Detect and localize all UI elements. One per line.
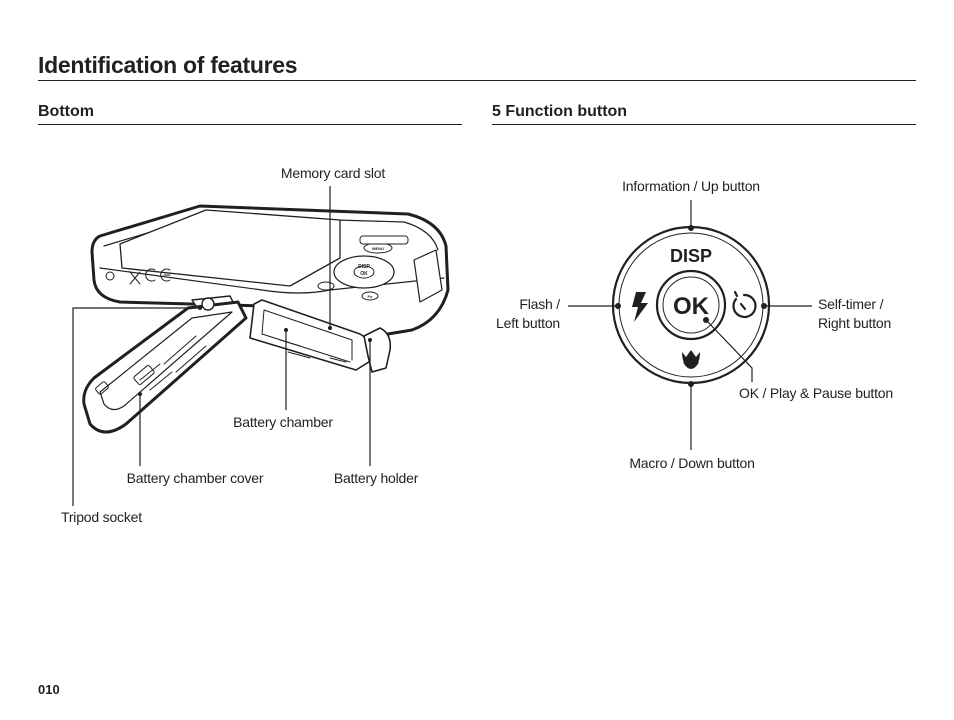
camera-tripod-socket [201, 297, 215, 311]
camera-battery-holder [363, 327, 392, 373]
label-info-up: Information / Up button [622, 178, 760, 194]
camera-lcd-screen [119, 209, 341, 287]
label-self-timer-line2: Right button [818, 315, 892, 331]
leader-ok-play-pause [705, 319, 753, 382]
section-title-function-button: 5 Function button [492, 103, 628, 120]
label-flash-line1: Flash / [519, 296, 560, 312]
camera-battery-cover-inner [99, 311, 233, 411]
bottom-leader-lines [72, 186, 371, 506]
page-title: Identification of features [38, 52, 298, 78]
section-title-bottom: Bottom [38, 103, 94, 120]
label-battery-holder: Battery holder [333, 470, 419, 486]
label-memory-card-slot: Memory card slot [280, 165, 386, 181]
camera-marking-ok: OK [360, 271, 368, 277]
leader-tripod-socket [72, 307, 200, 506]
camera-dial-center [353, 265, 375, 279]
label-flash-line2: Left button [496, 315, 560, 331]
camera-marking-disp: DISP [358, 264, 370, 270]
camera-side-panel [413, 249, 443, 303]
camera-top-edge [103, 215, 439, 251]
camera-marking-menu: MENU [372, 246, 384, 251]
dial-leader-dots [615, 225, 767, 387]
camera-chamber-detail [279, 339, 347, 363]
flash-icon [632, 292, 648, 322]
label-tripod-socket: Tripod socket [61, 509, 142, 525]
camera-button-play [317, 281, 335, 291]
camera-zoom-lever [359, 235, 409, 245]
camera-marking-fn: Fn [368, 294, 373, 299]
dial-leader-lines [568, 200, 812, 450]
self-timer-icon [732, 290, 757, 319]
camera-battery-chamber-inner [261, 309, 353, 363]
camera-illustration [82, 204, 450, 434]
camera-battery-cover-ribs [95, 335, 207, 395]
function-dial [611, 225, 771, 385]
title-divider [38, 80, 916, 81]
camera-compliance-marks [105, 268, 171, 285]
label-battery-chamber-cover: Battery chamber cover [126, 470, 264, 486]
page-number: 010 [38, 682, 60, 697]
dial-disp-text: DISP [670, 246, 712, 266]
section-divider-function-button [492, 124, 916, 125]
macro-icon [682, 350, 700, 369]
label-macro-down: Macro / Down button [629, 455, 755, 471]
section-divider-bottom [38, 124, 462, 125]
label-ok-play-pause: OK / Play & Pause button [739, 385, 893, 401]
bottom-leader-dots [138, 306, 372, 396]
label-battery-chamber: Battery chamber [233, 414, 333, 430]
camera-button-fn [361, 291, 379, 301]
label-self-timer-line1: Self-timer / [818, 296, 884, 312]
dial-ok-text: OK [673, 293, 710, 320]
